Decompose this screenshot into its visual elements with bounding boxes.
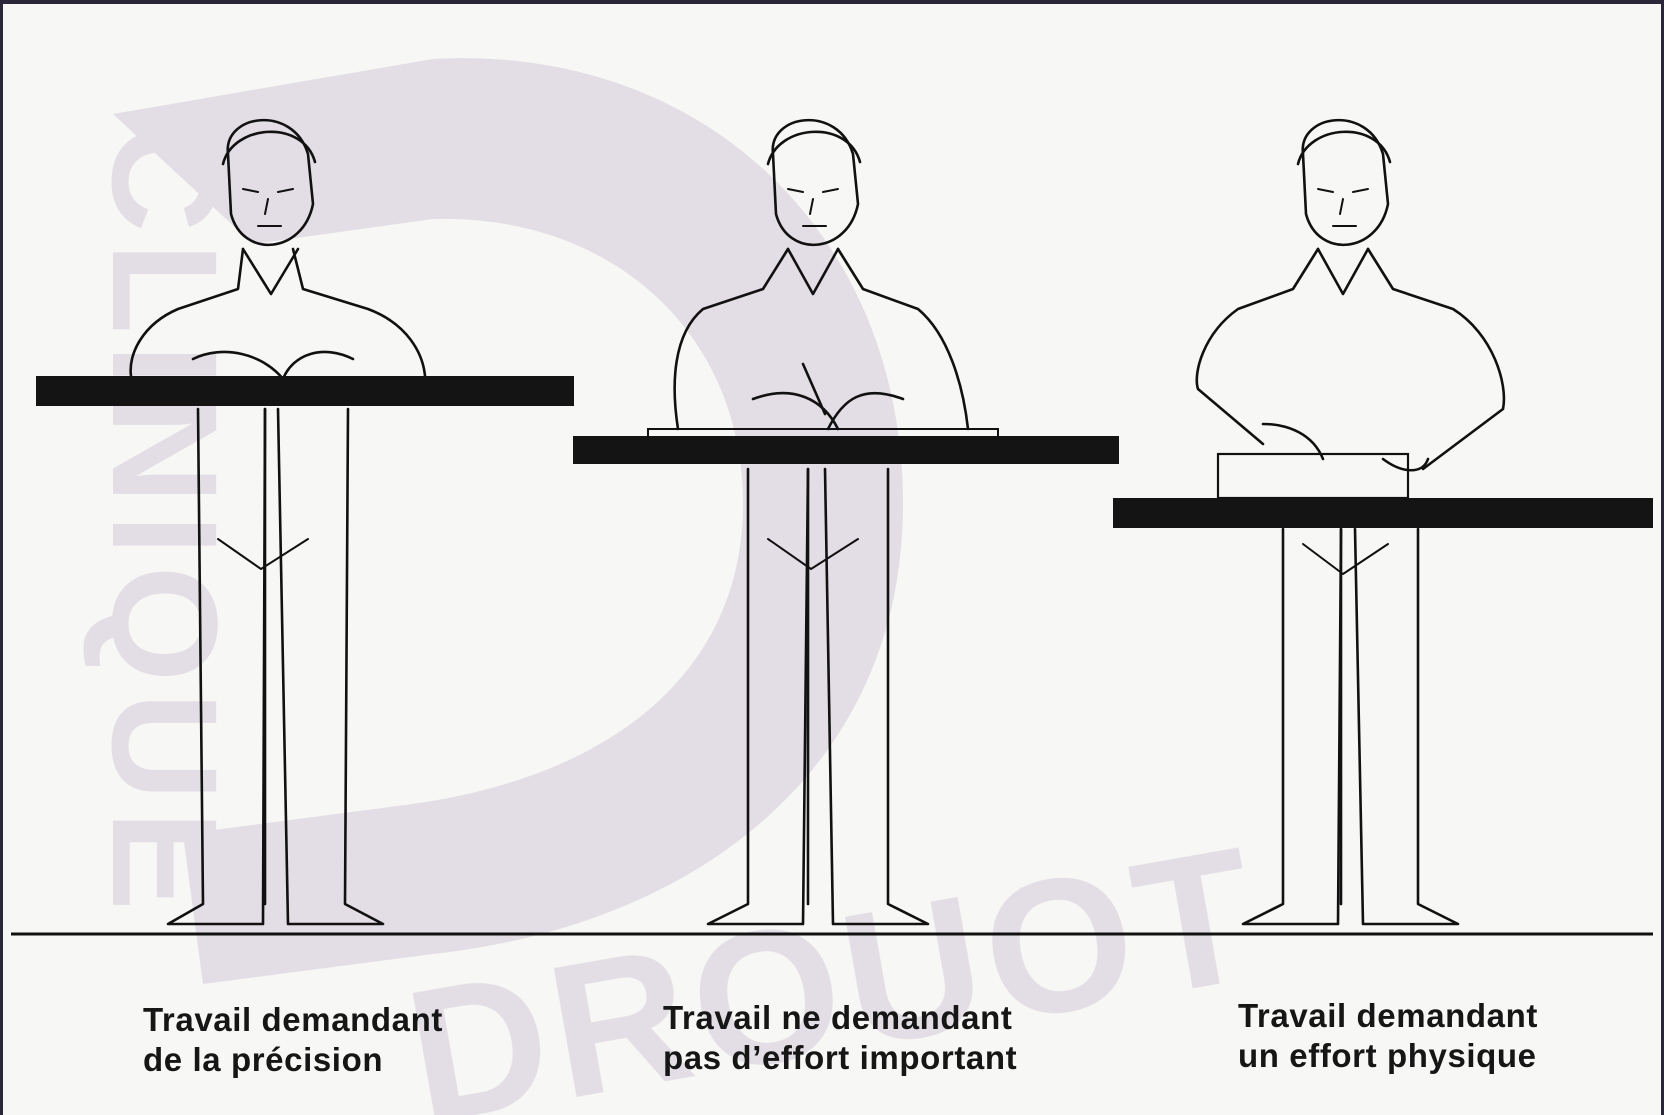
caption-physical-work: Travail demandant un effort physique	[1238, 996, 1538, 1076]
caption-line-1: Travail demandant	[1238, 996, 1538, 1036]
watermark: CLINIQUE DROUOT	[81, 58, 1276, 1115]
caption-line-2: un effort physique	[1238, 1036, 1538, 1076]
caption-line-2: pas d’effort important	[663, 1038, 1017, 1078]
caption-line-1: Travail ne demandant	[663, 998, 1017, 1038]
caption-precision-work: Travail demandant de la précision	[143, 1000, 443, 1080]
desk-medium	[573, 436, 1119, 464]
illustration-frame: CLINIQUE DROUOT	[3, 4, 1661, 1115]
watermark-vertical-text: CLINIQUE	[81, 124, 249, 921]
caption-line-2: de la précision	[143, 1040, 443, 1080]
figure-physical-work	[1113, 120, 1653, 924]
workstation-height-illustration: CLINIQUE DROUOT	[3, 4, 1661, 1115]
desk-high	[36, 376, 574, 406]
caption-line-1: Travail demandant	[143, 1000, 443, 1040]
desk-low	[1113, 498, 1653, 528]
caption-light-work: Travail ne demandant pas d’effort import…	[663, 998, 1017, 1078]
